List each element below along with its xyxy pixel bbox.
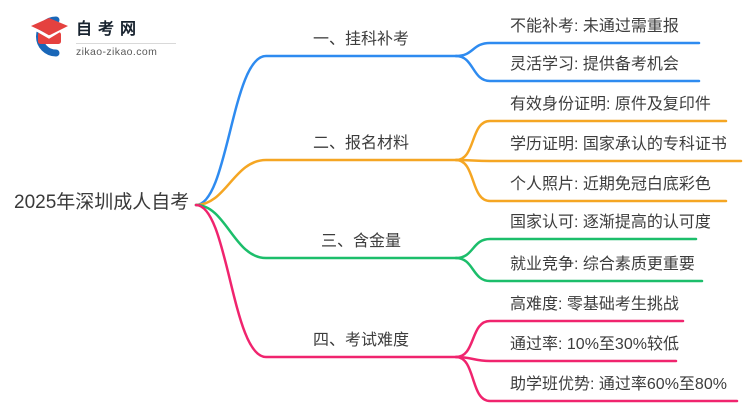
branch-3-label: 三、含金量: [320, 233, 401, 250]
leaf-node-2-3: 个人照片: 近期免冠白底彩色: [510, 176, 711, 193]
logo-graduation-cap-icon: [31, 16, 68, 57]
leaf-node-2-2: 学历证明: 国家承认的专科证书: [510, 136, 727, 153]
branch-4-label: 四、考试难度: [312, 332, 409, 349]
root-topic: 2025年深圳成人自考: [14, 192, 190, 213]
branch-3-lines: [194, 203, 704, 283]
leaf-node-4-2: 通过率: 10%至30%较低: [510, 336, 679, 353]
leaf-node-2-1: 有效身份证明: 原件及复印件: [510, 96, 711, 113]
leaf-node-4-1: 高难度: 零基础考生挑战: [510, 296, 679, 313]
logo-title: 自考网: [76, 21, 143, 38]
leaf-node-4-3: 助学班优势: 通过率60%至80%: [510, 376, 727, 393]
leaf-node-1-1: 不能补考: 未通过需重报: [510, 18, 679, 35]
branch-1-lines: [194, 41, 701, 207]
branch-1-label: 一、挂科补考: [312, 31, 409, 48]
leaf-node-1-2: 灵活学习: 提供备考机会: [510, 56, 679, 73]
logo-domain: zikao-zikao.com: [76, 46, 158, 58]
branch-4-lines: [194, 203, 739, 403]
branch-2-lines: [194, 119, 743, 207]
leaf-node-3-1: 国家认可: 逐渐提高的认可度: [510, 214, 711, 231]
logo-divider: [76, 43, 176, 44]
leaf-node-3-2: 就业竞争: 综合素质更重要: [510, 256, 695, 273]
branch-2-label: 二、报名材料: [312, 135, 409, 152]
